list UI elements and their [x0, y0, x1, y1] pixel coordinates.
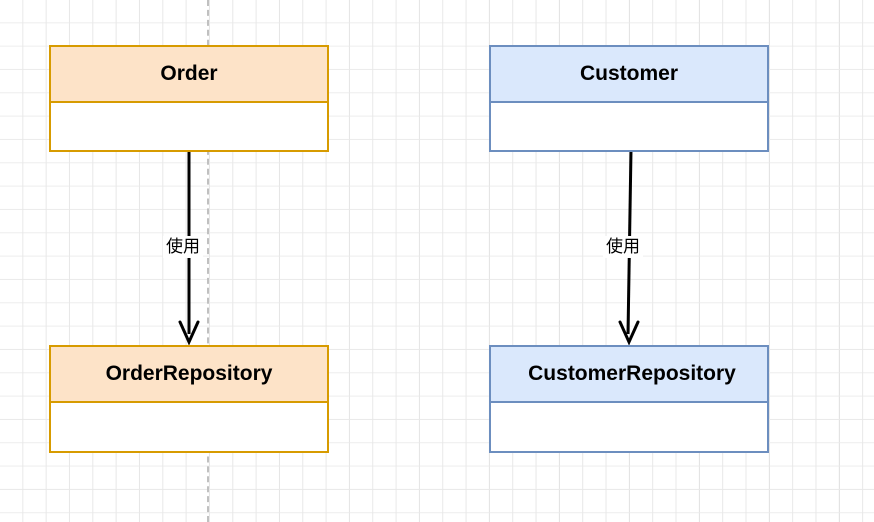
class-node-customer[interactable]: Customer	[489, 45, 769, 152]
arrowhead-open-v-icon	[618, 320, 640, 346]
class-node-order-repository[interactable]: OrderRepository	[49, 345, 329, 453]
edge-label-order-uses: 使用	[163, 236, 203, 258]
class-title-order: Order	[51, 47, 327, 103]
edge-label-customer-uses: 使用	[603, 236, 643, 258]
class-node-customer-repository[interactable]: CustomerRepository	[489, 345, 769, 453]
class-members-customer-repository	[491, 403, 767, 451]
class-members-customer	[491, 103, 767, 150]
vertical-alignment-guide	[207, 0, 209, 522]
class-title-order-repository: OrderRepository	[51, 347, 327, 403]
class-members-order	[51, 103, 327, 150]
class-title-customer: Customer	[491, 47, 767, 103]
class-title-customer-repository: CustomerRepository	[491, 347, 767, 403]
arrowhead-open-v-icon	[178, 320, 200, 346]
class-members-order-repository	[51, 403, 327, 451]
class-node-order[interactable]: Order	[49, 45, 329, 152]
